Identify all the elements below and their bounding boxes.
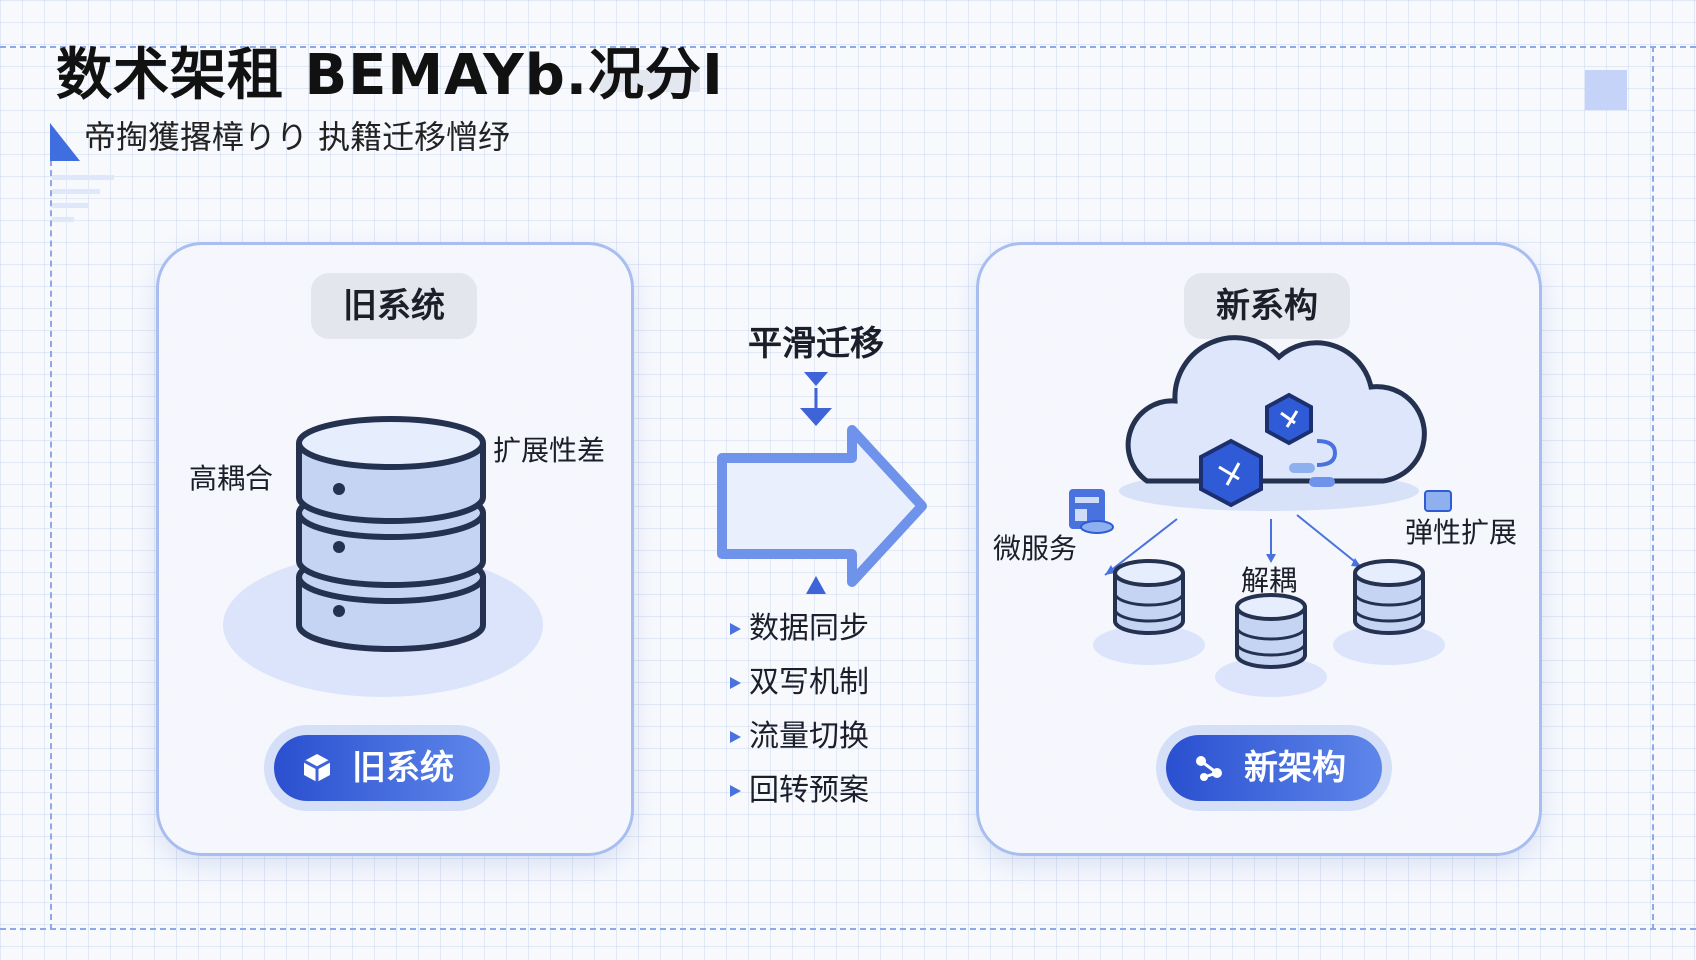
bullet-icon xyxy=(730,731,741,743)
label-elastic-scaling: 弹性扩展 xyxy=(1405,516,1518,549)
step-item: 回转预案 xyxy=(730,764,869,818)
migration-steps: 数据同步 双写机制 流量切换 回转预案 xyxy=(730,602,869,818)
step-item: 数据同步 xyxy=(730,602,869,656)
step-item: 流量切换 xyxy=(730,710,869,764)
legacy-database-icon xyxy=(223,416,543,697)
bullet-icon xyxy=(730,785,741,797)
cube-icon xyxy=(303,754,331,782)
subtitle-marker xyxy=(50,123,80,161)
old-system-button[interactable]: 旧系统 xyxy=(274,735,490,801)
label-microservice: 微服务 xyxy=(993,532,1078,565)
old-system-panel: 旧系统 高耦合 扩展性差 旧系统 xyxy=(156,242,634,856)
cloud-services-icon xyxy=(1069,335,1452,697)
label-decoupling: 解耦 xyxy=(1241,564,1298,597)
bullet-icon xyxy=(730,623,741,635)
step-item: 双写机制 xyxy=(730,656,869,710)
migration-title: 平滑迁移 xyxy=(748,324,884,364)
title-backdrop xyxy=(600,70,700,92)
new-architecture-header: 新系构 xyxy=(1184,273,1350,339)
corner-decoration xyxy=(1585,70,1627,110)
side-decoration-bars xyxy=(52,175,114,231)
old-system-header: 旧系统 xyxy=(311,273,477,339)
page-title: 数术架租 BEMAYb.况分I xyxy=(56,43,724,108)
label-high-coupling: 高耦合 xyxy=(189,462,274,495)
new-architecture-button[interactable]: 新架构 xyxy=(1166,735,1382,801)
new-architecture-button-label: 新架构 xyxy=(1244,748,1346,788)
label-poor-scalability: 扩展性差 xyxy=(493,434,606,467)
old-system-button-label: 旧系统 xyxy=(352,748,454,788)
new-architecture-panel: 新系构 xyxy=(976,242,1542,856)
page-subtitle: 帝掏獲撂樟りり 执籍迁移憎纾 xyxy=(84,118,511,156)
bullet-icon xyxy=(730,677,741,689)
network-icon xyxy=(1196,756,1222,781)
